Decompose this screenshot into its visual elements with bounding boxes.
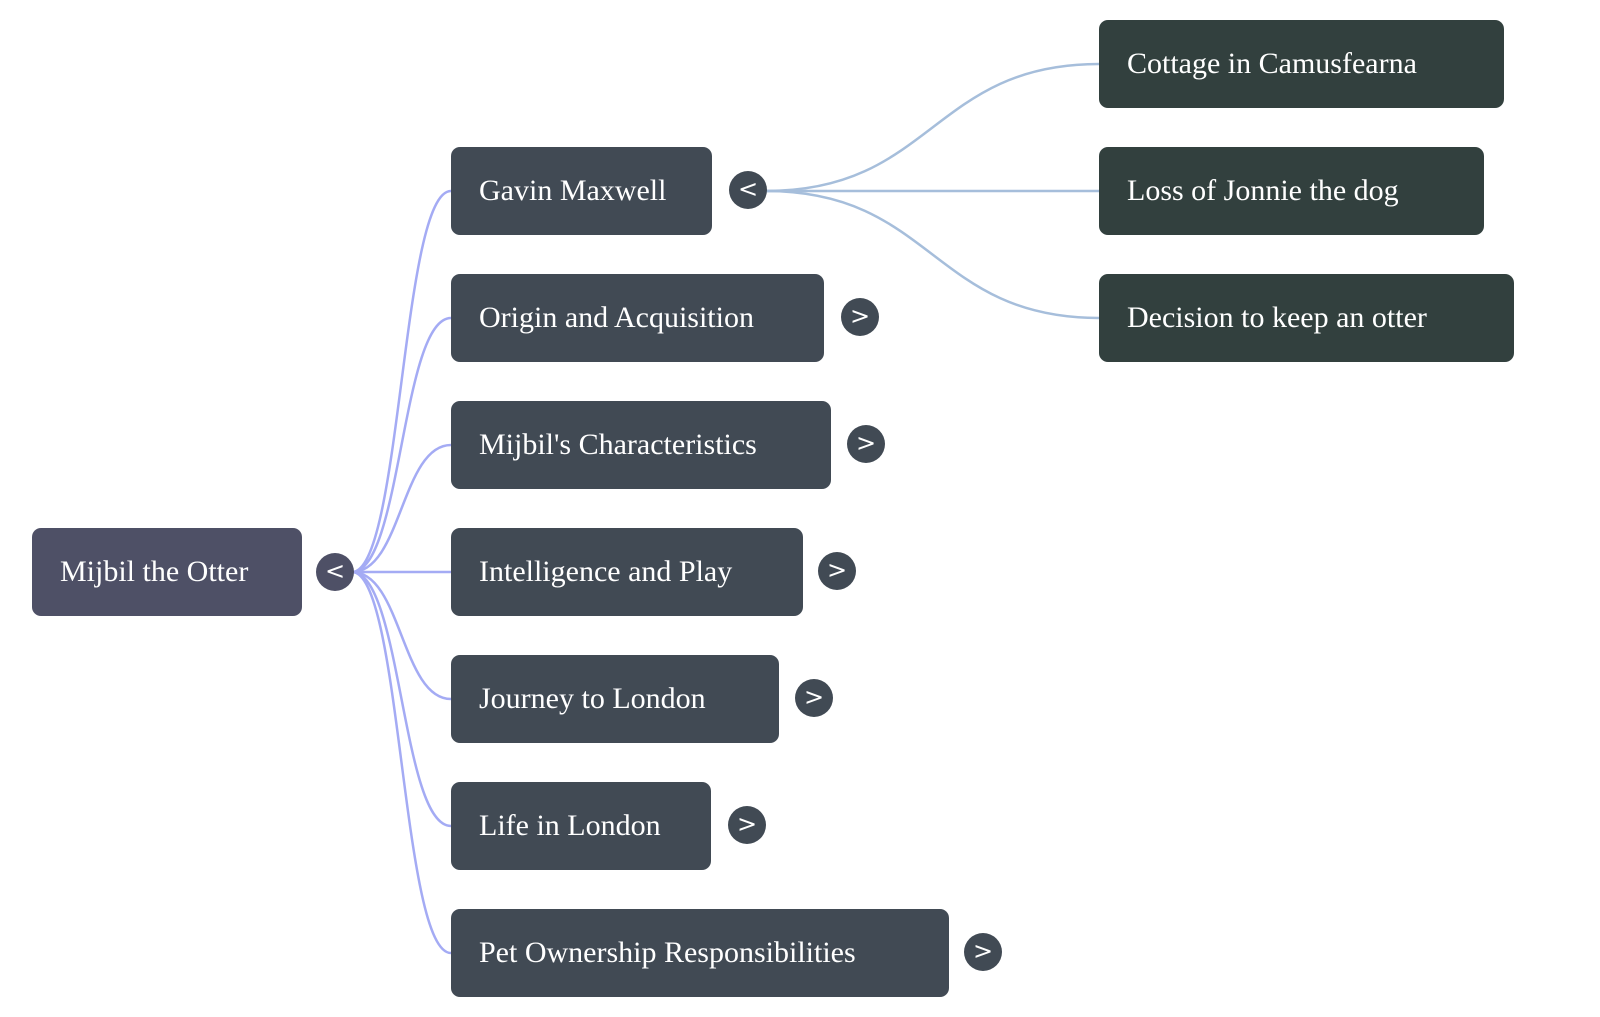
root-collapse-toggle[interactable]: < bbox=[316, 553, 354, 591]
topic-expand-toggle[interactable]: > bbox=[728, 806, 766, 844]
root-link bbox=[351, 189, 452, 574]
topic-collapse-toggle[interactable]: < bbox=[729, 171, 767, 209]
topic-expand-toggle[interactable]: > bbox=[795, 679, 833, 717]
subtopic-link bbox=[765, 62, 1100, 193]
topic-expand-toggle[interactable]: > bbox=[847, 425, 885, 463]
root-link bbox=[351, 570, 452, 701]
topic-node-origin[interactable]: Origin and Acquisition bbox=[451, 274, 824, 362]
topic-node-gavin-maxwell[interactable]: Gavin Maxwell bbox=[451, 147, 712, 235]
root-node[interactable]: Mijbil the Otter bbox=[32, 528, 302, 616]
subtopic-node-cottage[interactable]: Cottage in Camusfearna bbox=[1099, 20, 1504, 108]
root-link bbox=[351, 570, 452, 955]
root-link bbox=[351, 443, 452, 574]
topic-node-journey[interactable]: Journey to London bbox=[451, 655, 779, 743]
topic-node-intelligence[interactable]: Intelligence and Play bbox=[451, 528, 803, 616]
topic-node-life-in-london[interactable]: Life in London bbox=[451, 782, 711, 870]
topic-expand-toggle[interactable]: > bbox=[818, 552, 856, 590]
root-link bbox=[351, 316, 452, 574]
topic-node-pet-ownership[interactable]: Pet Ownership Responsibilities bbox=[451, 909, 949, 997]
root-link bbox=[351, 570, 452, 828]
subtopic-node-decision[interactable]: Decision to keep an otter bbox=[1099, 274, 1514, 362]
topic-expand-toggle[interactable]: > bbox=[964, 933, 1002, 971]
subtopic-node-loss-of-jonnie[interactable]: Loss of Jonnie the dog bbox=[1099, 147, 1484, 235]
topic-node-characteristics[interactable]: Mijbil's Characteristics bbox=[451, 401, 831, 489]
subtopic-link bbox=[765, 189, 1100, 320]
topic-expand-toggle[interactable]: > bbox=[841, 298, 879, 336]
